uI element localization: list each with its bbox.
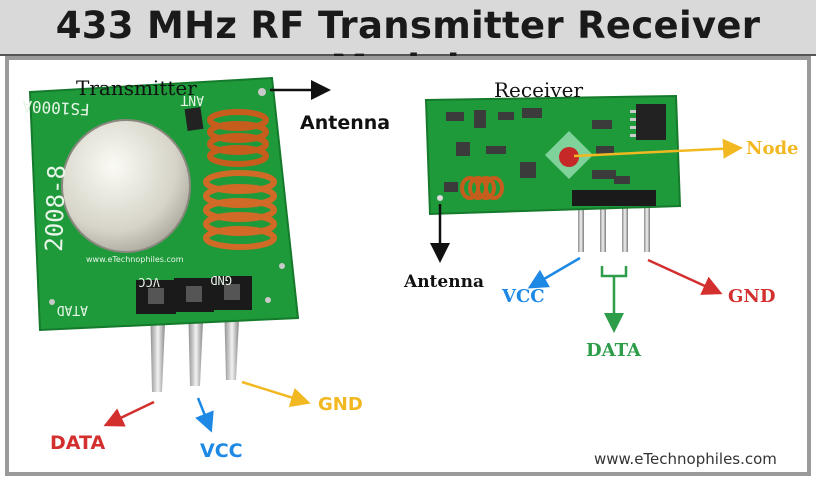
page-title: 433 MHz RF Transmitter Receiver Module — [55, 4, 761, 90]
rx-vcc-arrow — [527, 256, 581, 289]
receiver-node — [559, 147, 579, 167]
transmitter-header — [136, 276, 252, 314]
silkscreen-ant: ANT — [180, 92, 204, 107]
crystal-can — [61, 119, 191, 253]
silkscreen-data: ATAD — [57, 302, 88, 317]
title-banner: 433 MHz RF Transmitter Receiver Module — [0, 0, 816, 90]
tx-antenna-label: Antenna — [300, 112, 391, 134]
transmitter-coil-large — [203, 170, 277, 250]
rx-node-arrow — [573, 138, 743, 159]
receiver-module — [424, 94, 682, 252]
watermark: www.eTechnophiles.com — [594, 450, 777, 468]
tx-data-label: DATA — [50, 432, 106, 454]
receiver-coil — [460, 176, 504, 200]
silkscreen-gnd: GND — [210, 273, 232, 287]
receiver-heading: Receiver — [494, 78, 584, 102]
rx-gnd-arrow — [647, 258, 723, 295]
silkscreen-date: 2008-8 — [40, 165, 71, 253]
transmitter-module: FS1000A 2008-8 ANT ATAD VCC GND www.eTec… — [22, 76, 300, 392]
rx-gnd-label: GND — [728, 286, 776, 307]
tx-gnd-label: GND — [318, 394, 363, 415]
receiver-components — [444, 108, 630, 192]
silkscreen-vcc: VCC — [138, 275, 160, 289]
rx-antenna-label: Antenna — [404, 272, 484, 292]
silkscreen-site: www.eTechnophiles.com — [86, 255, 184, 264]
tx-gnd-arrow — [241, 380, 311, 408]
tx-data-arrow — [103, 400, 155, 427]
tx-vcc-label: VCC — [200, 440, 243, 462]
transmitter-coil-small — [207, 109, 269, 167]
rx-data-bracket — [602, 266, 626, 328]
rx-vcc-label: VCC — [502, 286, 545, 307]
transmitter-heading: Transmitter — [76, 76, 197, 100]
silkscreen-model: FS1000A — [22, 96, 91, 119]
receiver-pins — [578, 196, 650, 252]
rx-node-label: Node — [746, 138, 799, 159]
tx-vcc-arrow — [195, 397, 214, 433]
rx-data-label: DATA — [586, 340, 641, 361]
